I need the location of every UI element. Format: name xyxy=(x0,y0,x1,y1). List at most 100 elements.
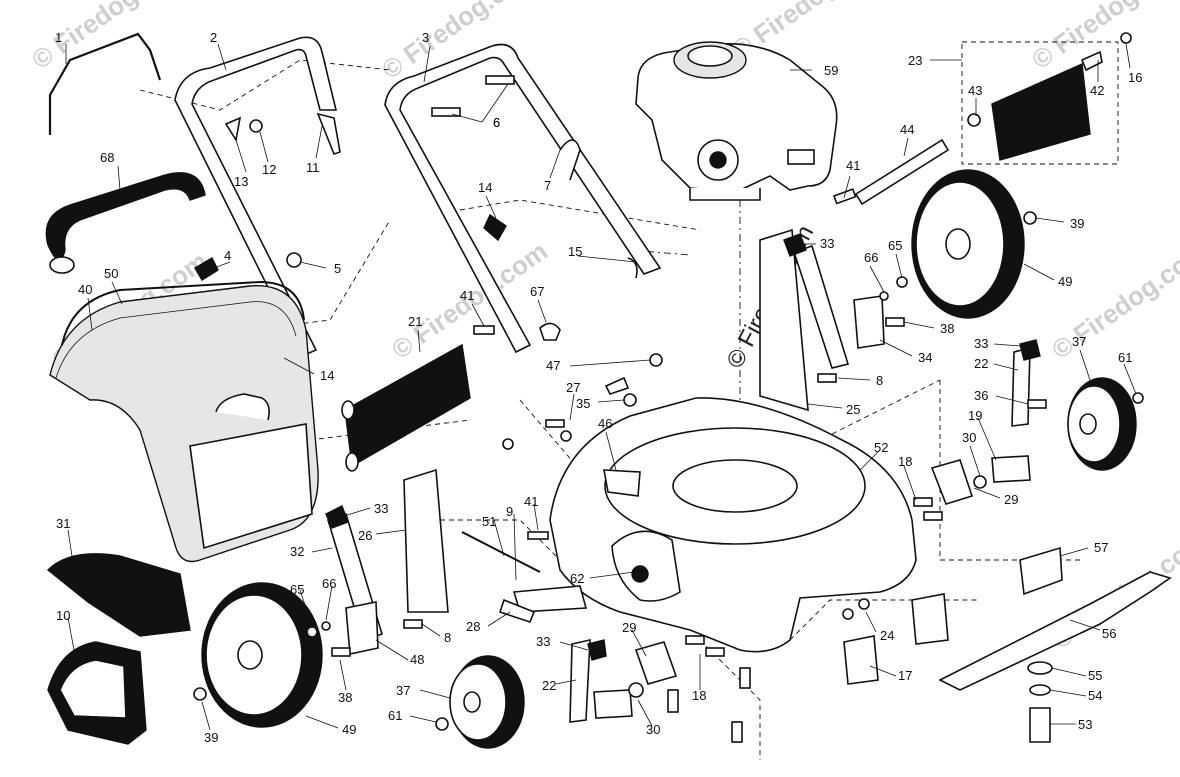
callout-label: 9 xyxy=(506,504,513,519)
callout-label: 67 xyxy=(530,284,544,299)
callout-label: 41 xyxy=(524,494,538,509)
callout-label: 25 xyxy=(846,402,860,417)
rear-flap xyxy=(341,343,471,472)
callout-label: 36 xyxy=(974,388,988,403)
callout-label: 48 xyxy=(410,652,424,667)
callout-label: 13 xyxy=(234,174,248,189)
callout-label: 61 xyxy=(388,708,402,723)
callout-label: 19 xyxy=(968,408,982,423)
callout-label: 8 xyxy=(444,630,451,645)
callout-label: 14 xyxy=(478,180,492,195)
callout-labels: 1 2 3 59 23 16 42 43 6 6 13 12 11 7 44 6… xyxy=(55,30,1142,745)
callout-label: 33 xyxy=(820,236,834,251)
callout-label: 46 xyxy=(598,416,612,431)
callout-label: 28 xyxy=(466,619,480,634)
upper-handle-right xyxy=(384,43,662,354)
callout-label: 33 xyxy=(974,336,988,351)
callout-label: 62 xyxy=(570,571,584,586)
callout-label: 4 xyxy=(224,248,231,263)
wheel-small-bottom xyxy=(449,655,525,749)
grip-cover xyxy=(45,172,206,274)
lower-handle-left xyxy=(174,36,338,358)
callout-label: 39 xyxy=(1070,216,1084,231)
leader-lines xyxy=(65,43,1137,731)
callout-label: 42 xyxy=(1090,83,1104,98)
wheel-small-right xyxy=(1067,377,1137,471)
callout-label: 65 xyxy=(290,582,304,597)
callout-label: 16 xyxy=(1128,70,1142,85)
callout-label: 41 xyxy=(846,158,860,173)
side-chute xyxy=(46,553,191,745)
callout-label: 49 xyxy=(1058,274,1072,289)
callout-label: 53 xyxy=(1078,717,1092,732)
callout-label: 66 xyxy=(322,576,336,591)
axle-and-mulch-door xyxy=(854,32,1132,206)
callout-label: 59 xyxy=(824,63,838,78)
callout-label: 43 xyxy=(968,83,982,98)
callout-label: 41 xyxy=(460,288,474,303)
callout-label: 3 xyxy=(422,30,429,45)
callout-label: 6 xyxy=(493,115,500,130)
wheel-rear-right xyxy=(911,169,1025,319)
callout-label: 52 xyxy=(874,440,888,455)
callout-label: 30 xyxy=(962,430,976,445)
callout-label: 29 xyxy=(1004,492,1018,507)
callout-label: 11 xyxy=(306,160,320,175)
callout-label: 30 xyxy=(646,722,660,737)
callout-label: 47 xyxy=(546,358,560,373)
engine xyxy=(635,41,838,201)
callout-label: 57 xyxy=(1094,540,1108,555)
callout-label: 8 xyxy=(876,373,883,388)
handle-knobs xyxy=(194,75,638,363)
callout-label: 37 xyxy=(396,683,410,698)
callout-label: 1 xyxy=(55,30,62,45)
callout-label: 51 xyxy=(482,514,496,529)
callout-label: 40 xyxy=(78,282,92,297)
callout-label: 55 xyxy=(1088,668,1102,683)
callout-label: 18 xyxy=(898,454,912,469)
grass-bag xyxy=(49,280,319,563)
mower-deck xyxy=(549,397,917,653)
callout-label: 23 xyxy=(908,53,922,68)
callout-label: 35 xyxy=(576,396,590,411)
callout-label: 34 xyxy=(918,350,932,365)
callout-label: 66 xyxy=(864,250,878,265)
callout-label: 38 xyxy=(338,690,352,705)
callout-label: 39 xyxy=(204,730,218,745)
watermark: © Firedog.com xyxy=(1026,0,1180,75)
callout-label: 22 xyxy=(974,356,988,371)
wheel-front-left xyxy=(201,582,323,728)
callout-label: 27 xyxy=(566,380,580,395)
callout-label: 29 xyxy=(622,620,636,635)
callout-label: 49 xyxy=(342,722,356,737)
callout-label: 33 xyxy=(374,501,388,516)
watermark: © Firedog.com xyxy=(1046,236,1180,365)
callout-label: 38 xyxy=(940,321,954,336)
callout-label: 32 xyxy=(290,544,304,559)
callout-label: 31 xyxy=(56,516,70,531)
callout-label: 15 xyxy=(568,244,582,259)
callout-label: 65 xyxy=(888,238,902,253)
callout-label: 26 xyxy=(358,528,372,543)
callout-label: 44 xyxy=(900,122,914,137)
control-bail xyxy=(48,32,162,135)
callout-label: 50 xyxy=(104,266,118,281)
watermark: © Firedog.com xyxy=(26,0,193,75)
blade-and-adapter xyxy=(938,546,1172,743)
callout-label: 5 xyxy=(334,261,341,276)
callout-label: 54 xyxy=(1088,688,1102,703)
callout-label: 61 xyxy=(1118,350,1132,365)
callout-label: 18 xyxy=(692,688,706,703)
callout-label: 22 xyxy=(542,678,556,693)
callout-label: 7 xyxy=(544,178,551,193)
callout-label: 37 xyxy=(1072,334,1086,349)
callout-label: 33 xyxy=(536,634,550,649)
callout-label: 14 xyxy=(320,368,334,383)
callout-label: 10 xyxy=(56,608,70,623)
callout-label: 17 xyxy=(898,668,912,683)
callout-label: 56 xyxy=(1102,626,1116,641)
callout-label: 2 xyxy=(210,30,217,45)
callout-label: 21 xyxy=(408,314,422,329)
callout-label: 68 xyxy=(100,150,114,165)
